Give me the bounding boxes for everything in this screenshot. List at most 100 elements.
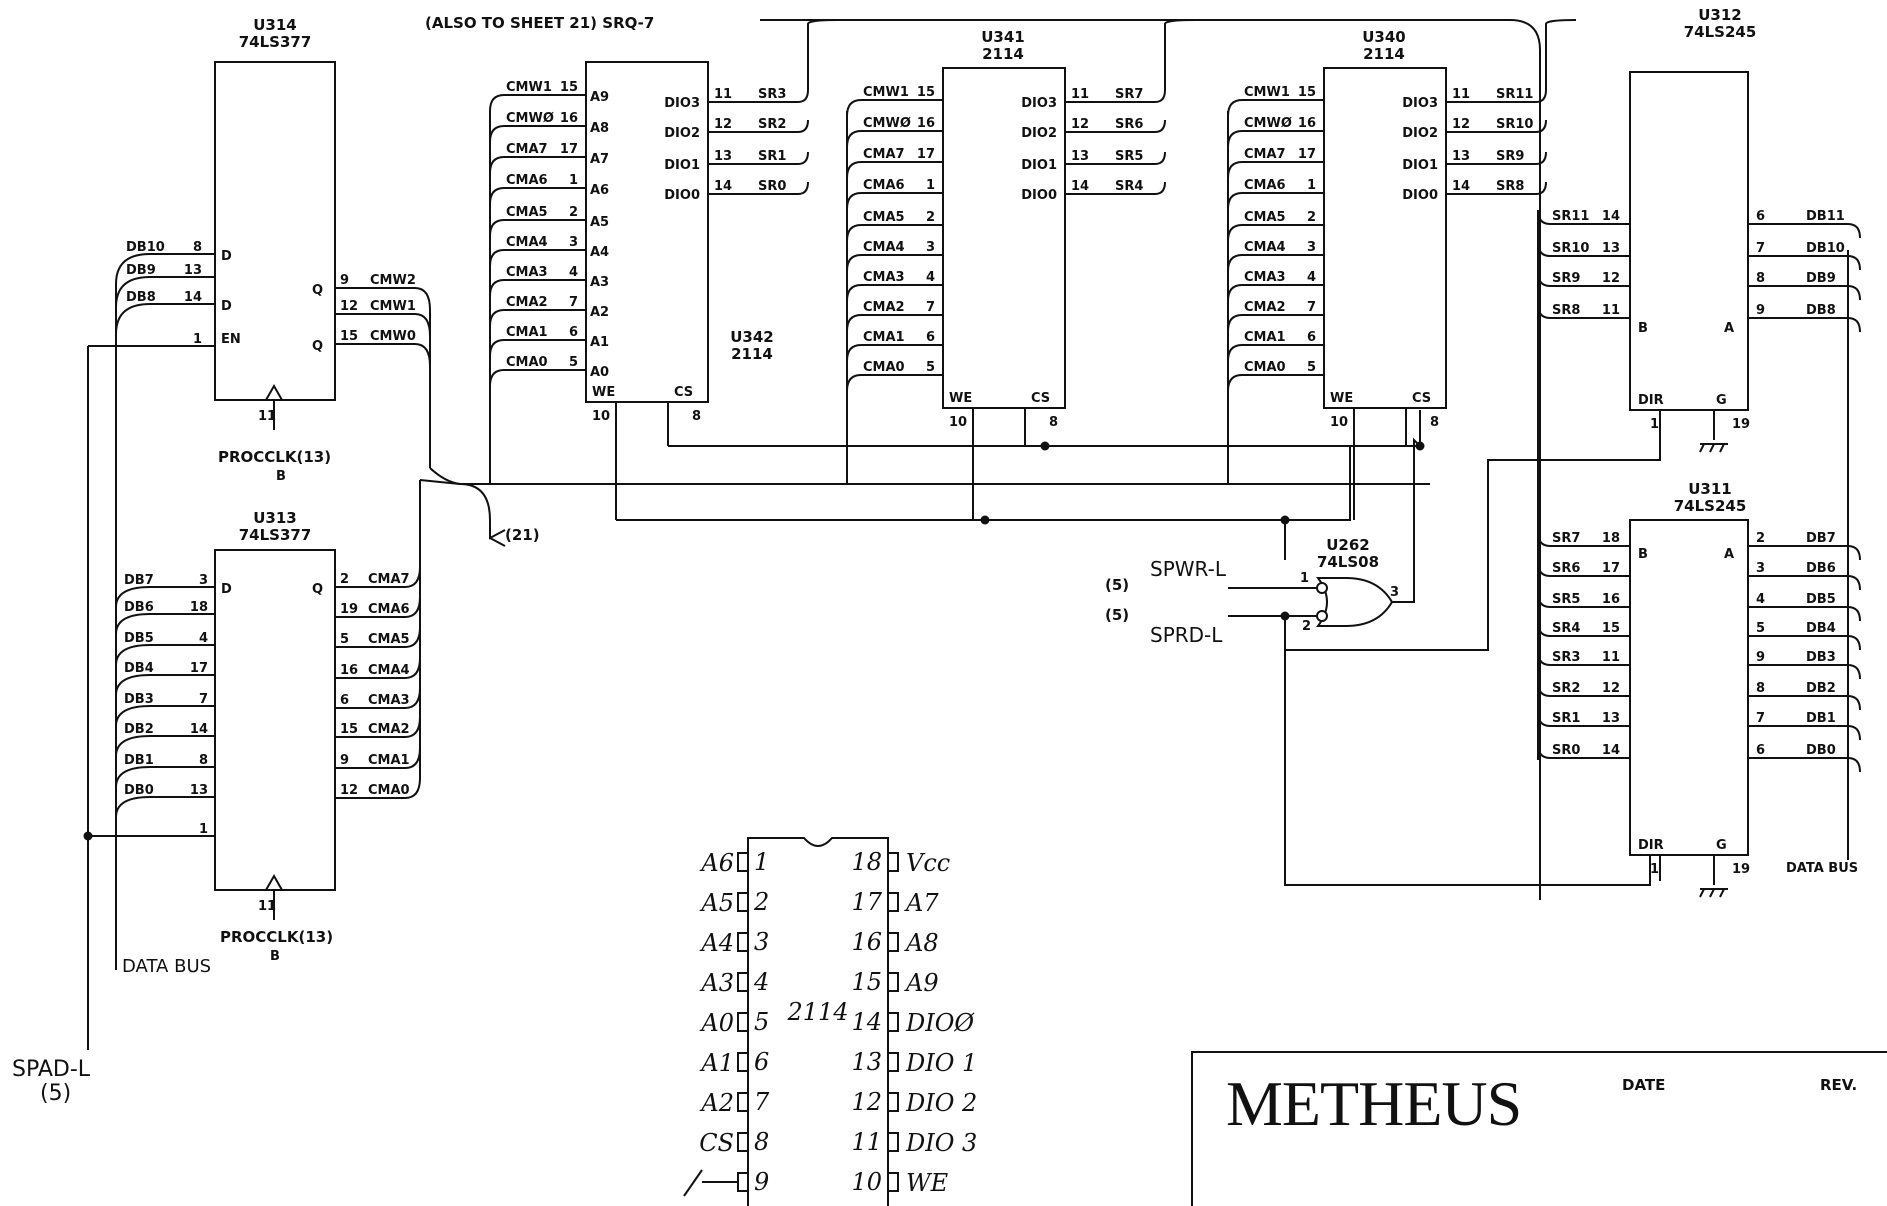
u262-pin-1: 1 (1300, 571, 1309, 586)
u311-a-net: DB0 (1806, 743, 1836, 758)
u340-part-label: 2114 (1363, 45, 1405, 63)
pinout-2114-name: 2114 (786, 998, 848, 1026)
pinout-right-name: DIO 2 (905, 1089, 977, 1117)
pinout-right-name: DIO 3 (905, 1129, 977, 1157)
u314-body (214, 61, 336, 401)
u314-in-net: DB8 (126, 290, 156, 305)
wire (1227, 284, 1243, 302)
junction-dot (1040, 441, 1050, 451)
wire (115, 613, 151, 635)
u341-addr-pin: 6 (926, 330, 935, 345)
wire (1227, 130, 1243, 148)
u262-gate-body (1316, 577, 1394, 627)
wire (846, 99, 862, 117)
u340-addr-pin: 5 (1307, 360, 1316, 375)
pinout-right-num: 11 (851, 1128, 882, 1156)
u313-body (214, 549, 336, 891)
u311-a-pin: 3 (1756, 561, 1765, 576)
u340-addr-net: CMA6 (1244, 178, 1286, 193)
wire (846, 374, 862, 392)
wire (846, 284, 862, 302)
pinout-left-name: A1 (699, 1049, 734, 1077)
u341-dio-pin: 13 (1071, 149, 1089, 164)
u311-a-pin: 9 (1756, 650, 1765, 665)
u312-dir-pin: 1 (1650, 417, 1659, 432)
u341-ref-label: U341 (981, 28, 1025, 46)
u342-addr-net: CMW1 (506, 80, 552, 95)
pinout-left-pin (737, 1132, 749, 1152)
u311-a-label: A (1724, 547, 1734, 562)
pinout-left-pin (737, 1172, 749, 1192)
u311-a-net: DB5 (1806, 592, 1836, 607)
u342-dio-pin: 12 (714, 117, 732, 132)
wire (115, 586, 151, 608)
wire (1227, 192, 1243, 210)
u340-addr-net: CMA7 (1244, 147, 1286, 162)
junction-dot (980, 515, 990, 525)
u312-g-label: G (1716, 393, 1727, 408)
u342-we-label: WE (592, 385, 615, 400)
wire (335, 313, 431, 468)
wire (846, 314, 862, 332)
wire (115, 644, 151, 666)
wire (1164, 19, 1196, 90)
u341-addr-pin: 7 (926, 300, 935, 315)
pinout-right-num: 12 (851, 1088, 882, 1116)
u311-b-pin: 15 (1602, 621, 1620, 636)
u311-a-pin: 6 (1756, 743, 1765, 758)
pinout-right-num: 18 (851, 848, 882, 876)
u341-addr-pin: 5 (926, 360, 935, 375)
u342-addr-net: CMA0 (506, 355, 548, 370)
wire (1227, 99, 1243, 117)
wire (1227, 254, 1243, 272)
u341-addr-pin: 4 (926, 270, 935, 285)
u341-addr-net: CMA3 (863, 270, 905, 285)
u340-we-label: WE (1330, 391, 1353, 406)
u341-addr-pin: 3 (926, 240, 935, 255)
u313-out-pin: 6 (340, 693, 349, 708)
u313-out-pin: 2 (340, 572, 349, 587)
we-bus (616, 446, 1351, 521)
u341-cs-pin: 8 (1049, 415, 1058, 430)
wire (1748, 317, 1861, 333)
u340-addr-net: CMA1 (1244, 330, 1286, 345)
u341-dio-net: SR7 (1115, 87, 1143, 102)
wire (1748, 757, 1861, 773)
u314-out-net: CMW0 (370, 329, 416, 344)
u340-dio-fn: DIO0 (1402, 188, 1438, 203)
u342-part-label: 2114 (731, 345, 773, 363)
u342-addr-pin: 7 (569, 295, 578, 310)
u342-addr-pin: 6 (569, 325, 578, 340)
u342-dio-pin: 14 (714, 179, 732, 194)
u313-out-pin: 5 (340, 632, 349, 647)
pinout-left-pin (737, 932, 749, 952)
u342-addr-net: CMA1 (506, 325, 548, 340)
u340-dio-net: SR10 (1496, 117, 1533, 132)
u314-part-label: 74LS377 (239, 33, 312, 51)
pinout-left-name: CS (699, 1129, 734, 1157)
u340-addr-net: CMA5 (1244, 210, 1286, 225)
branch-arrow (459, 483, 506, 547)
pinout-right-name: DIOØ (905, 1009, 975, 1037)
u311-body (1629, 519, 1749, 856)
u342-addr-fn: A3 (590, 275, 609, 290)
u311-a-net: DB3 (1806, 650, 1836, 665)
pinout-left-pin (737, 972, 749, 992)
u311-b-net: SR2 (1552, 681, 1580, 696)
ground-symbol (1699, 443, 1728, 453)
wire (1065, 151, 1166, 165)
pinout-right-num: 10 (851, 1168, 882, 1196)
wire (1227, 374, 1243, 392)
u342-addr-fn: A2 (590, 305, 609, 320)
procclk-label-2: PROCCLK(13) (220, 928, 333, 946)
wire (846, 344, 862, 362)
wire (1397, 437, 1421, 603)
u314-in-net: DB10 (126, 240, 165, 255)
u340-dio-fn: DIO2 (1402, 126, 1438, 141)
u314-out-net: CMW2 (370, 273, 416, 288)
u262-bubble-1 (1316, 582, 1328, 594)
wire (115, 735, 151, 757)
u342-dio-fn: DIO1 (664, 158, 700, 173)
wire (1748, 255, 1861, 271)
